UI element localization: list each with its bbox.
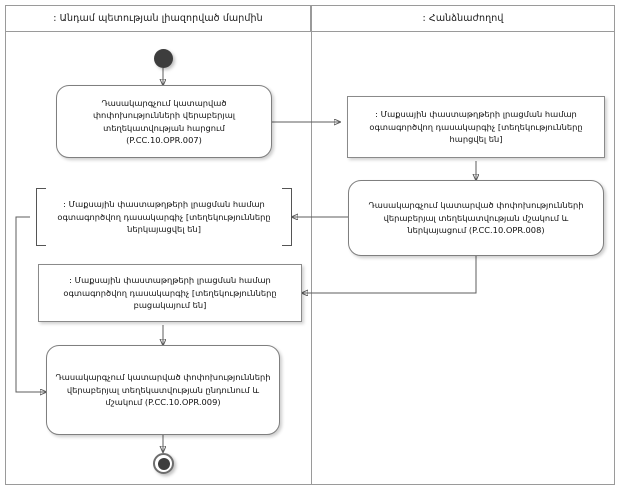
activity-receive-and-process-label: Դասակարգչում կատարված փոփոխությունների վ… [55,372,271,408]
object-node-information-absent[interactable]: : Մաքսային փաստաթղթերի լրացման համար օգտ… [38,264,302,322]
swimlane-label-member-state: : Անդամ պետության լիազորված մարմին [53,13,263,24]
final-node[interactable] [153,453,174,474]
swimlane-label-commission: : Հանձնաժողով [422,13,504,24]
object-node-information-requested-label: : Մաքսային փաստաթղթերի լրացման համար օգտ… [369,109,583,145]
activity-process-and-submit[interactable]: Դասակարգչում կատարված փոփոխությունների վ… [348,180,604,256]
swimlane-divider [311,32,312,485]
activity-receive-and-process[interactable]: Դասակարգչում կատարված փոփոխությունների վ… [46,345,280,435]
swimlane-header-member-state: : Անդամ պետության լիազորված մարմին [5,5,311,32]
swimlane-header-commission: : Հանձնաժողով [311,5,615,32]
object-node-information-submitted-label: : Մաքսային փաստաթղթերի լրացման համար օգտ… [57,199,271,235]
initial-node[interactable] [154,49,173,68]
activity-request-information[interactable]: Դասակարգչում կատարված փոփոխությունների վ… [56,85,272,158]
object-node-information-requested[interactable]: : Մաքսային փաստաթղթերի լրացման համար օգտ… [347,96,605,158]
object-node-information-submitted[interactable]: : Մաքսային փաստաթղթերի լրացման համար օգտ… [36,188,292,246]
activity-process-and-submit-label: Դասակարգչում կատարված փոփոխությունների վ… [368,200,584,236]
object-node-information-absent-label: : Մաքսային փաստաթղթերի լրացման համար օգտ… [63,275,277,311]
activity-request-information-label: Դասակարգչում կատարված փոփոխությունների վ… [92,97,236,145]
